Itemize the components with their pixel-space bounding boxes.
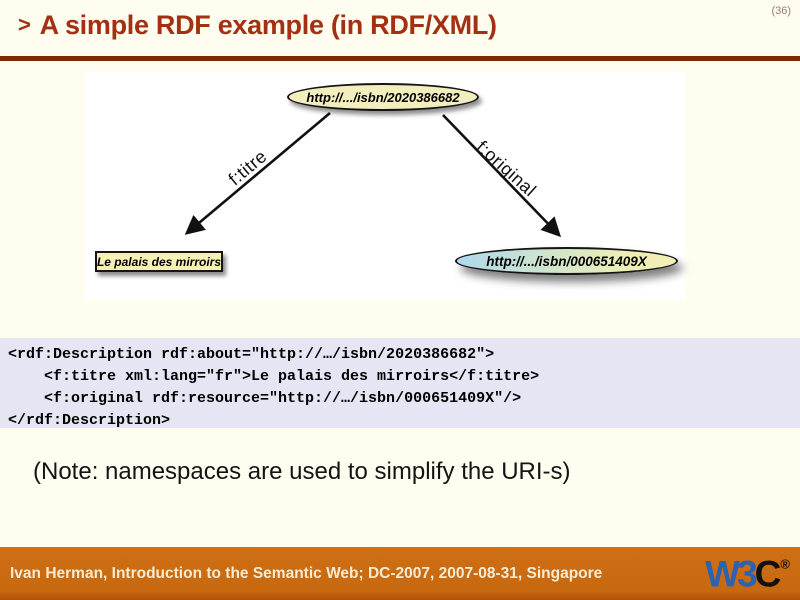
node-object-uri: http://.../isbn/000651409X [455,247,678,275]
footer-credit: Ivan Herman, Introduction to the Semanti… [10,564,603,582]
footer-bar: Ivan Herman, Introduction to the Semanti… [0,547,800,600]
rdf-graph-panel: http://.../isbn/2020386682 f:titre f:ori… [85,72,685,300]
rdf-xml-code: <rdf:Description rdf:about="http://…/isb… [8,346,540,429]
note-text: (Note: namespaces are used to simplify t… [33,458,571,485]
node-literal-title: Le palais des mirroirs [95,251,223,272]
title-text: A simple RDF example (in RDF/XML) [39,10,497,40]
page-number: (36) [771,5,791,17]
rdf-graph-arrows [184,112,562,238]
title-divider [0,56,800,61]
slide-title: > A simple RDF example (in RDF/XML) [18,10,497,41]
node-subject-uri: http://.../isbn/2020386682 [287,83,479,111]
w3c-logo: W3C® [705,555,790,592]
registered-mark-icon: ® [780,556,790,571]
arrow-original [442,114,562,238]
rdf-xml-code-block: <rdf:Description rdf:about="http://…/isb… [0,338,800,429]
w3c-logo-c: C [754,553,782,594]
title-marker: > [18,12,31,37]
arrow-titre [184,112,331,235]
w3c-logo-w3: W3 [705,553,757,594]
